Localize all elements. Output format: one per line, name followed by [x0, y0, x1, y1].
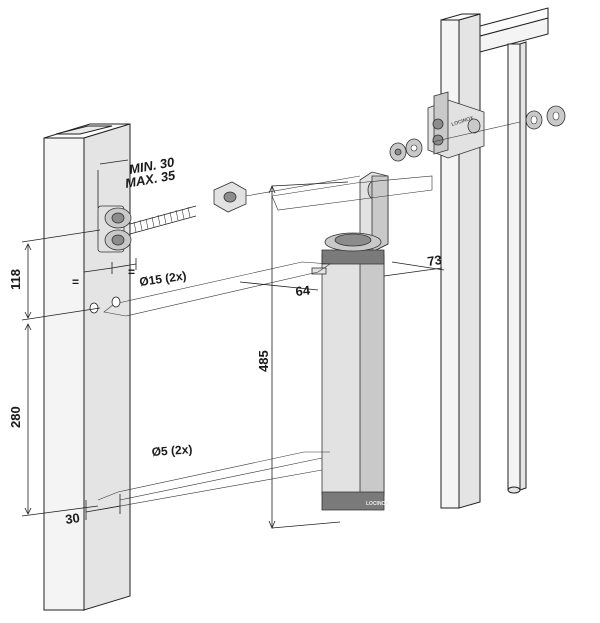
assembly-lines: [89, 121, 521, 511]
left-post: [43, 123, 131, 612]
gap-mark-right: =: [128, 265, 135, 279]
dim-118: 118: [8, 269, 23, 290]
dim-485: 485: [256, 350, 271, 372]
hole-right: [111, 296, 121, 308]
gate-frame: [440, 7, 549, 509]
gap-mark-left: =: [72, 275, 79, 289]
square-nut: [213, 181, 247, 213]
dim-hole-small: Ø5 (2x): [151, 442, 193, 459]
bolt-thread: [133, 206, 191, 233]
dimension-lines: [21, 159, 445, 530]
dim-30: 30: [64, 510, 80, 527]
dim-73: 73: [426, 252, 442, 269]
dim-64: 64: [295, 282, 312, 299]
hinge-bolt: [97, 181, 247, 253]
closer-brand-label: LOCINOX: [366, 501, 389, 507]
dim-280: 280: [8, 406, 23, 428]
dim-hole-large: Ø15 (2x): [138, 269, 187, 289]
gate-hinge: LOCINOX: [389, 91, 566, 162]
hole-left: [89, 302, 99, 314]
gate-closer: LOCINOX: [311, 171, 389, 511]
